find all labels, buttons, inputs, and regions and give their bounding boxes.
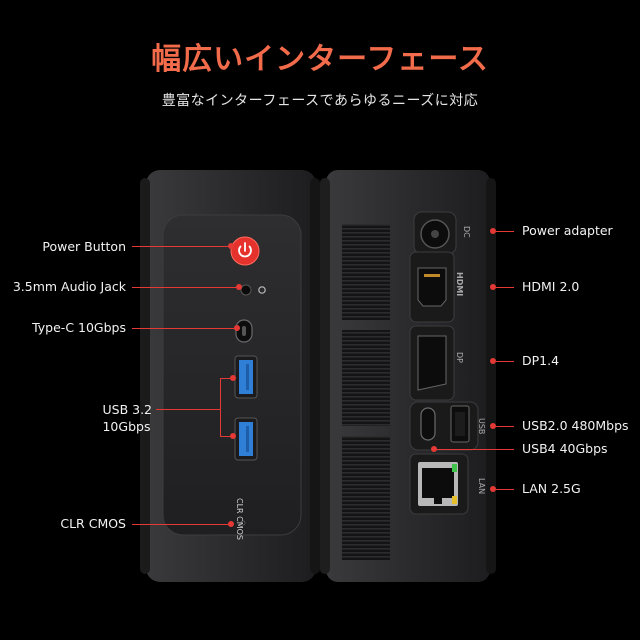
leader-line [220,378,221,436]
leader-dot [490,284,496,290]
vent-grille [342,224,390,320]
label-usb32-line1: USB 3.2 [102,402,152,417]
usb-marking: USB [477,418,486,435]
leader-dot [228,243,234,249]
leader-line [436,449,514,450]
hdmi-port-icon [417,267,447,307]
label-usb2: USB2.0 480Mbps [522,418,629,433]
dc-marking: DC [462,226,471,238]
leader-dot [230,375,236,381]
leader-dot [228,521,234,527]
lan-marking: LAN [477,478,486,495]
label-usb32: USB 3.2 10Gbps [102,401,152,435]
page-title: 幅広いインターフェース [151,42,489,77]
label-power-button: Power Button [42,239,126,254]
vent-grille [342,330,390,426]
leader-line [132,524,230,525]
leader-line [132,287,238,288]
leader-dot [490,486,496,492]
label-clr-cmos: CLR CMOS [60,516,126,531]
hdmi-marking: HDMI [455,272,464,297]
label-dp: DP1.4 [522,353,560,368]
leader-line [496,361,514,362]
dp-marking: DP [455,352,464,363]
label-audio-jack: 3.5mm Audio Jack [12,279,126,294]
label-lan: LAN 2.5G [522,481,581,496]
leader-line [220,436,232,437]
audio-jack-icon [240,284,252,296]
dp-port-icon [417,335,447,391]
usb-a-port-icon [234,417,258,461]
clr-cmos-icon [240,520,246,526]
leader-dot [431,446,437,452]
leader-line [220,378,232,379]
label-usb4: USB4 40Gbps [522,441,608,456]
leader-dot [490,358,496,364]
leader-dot [230,433,236,439]
lan-port-icon [418,462,458,506]
leader-line [496,287,514,288]
leader-dot [236,284,242,290]
label-power-adapter: Power adapter [522,223,613,238]
usb4-port-icon [420,407,436,441]
label-usb32-line2: 10Gbps [102,419,151,434]
leader-dot [490,423,496,429]
leader-line [496,489,514,490]
clr-cmos-marking: CLR CMOS [235,498,244,541]
leader-line [496,426,514,427]
leader-line [132,246,230,247]
label-hdmi: HDMI 2.0 [522,279,580,294]
leader-dot [234,325,240,331]
usb-a-port-icon [234,355,258,399]
label-type-c: Type-C 10Gbps [32,320,126,335]
vent-grille [342,436,390,560]
rear-unit [320,170,496,582]
leader-dot [490,228,496,234]
leader-line [496,231,514,232]
leader-line [132,328,236,329]
leader-line [156,409,220,410]
page-subtitle: 豊富なインターフェースであらゆるニーズに対応 [161,93,479,109]
